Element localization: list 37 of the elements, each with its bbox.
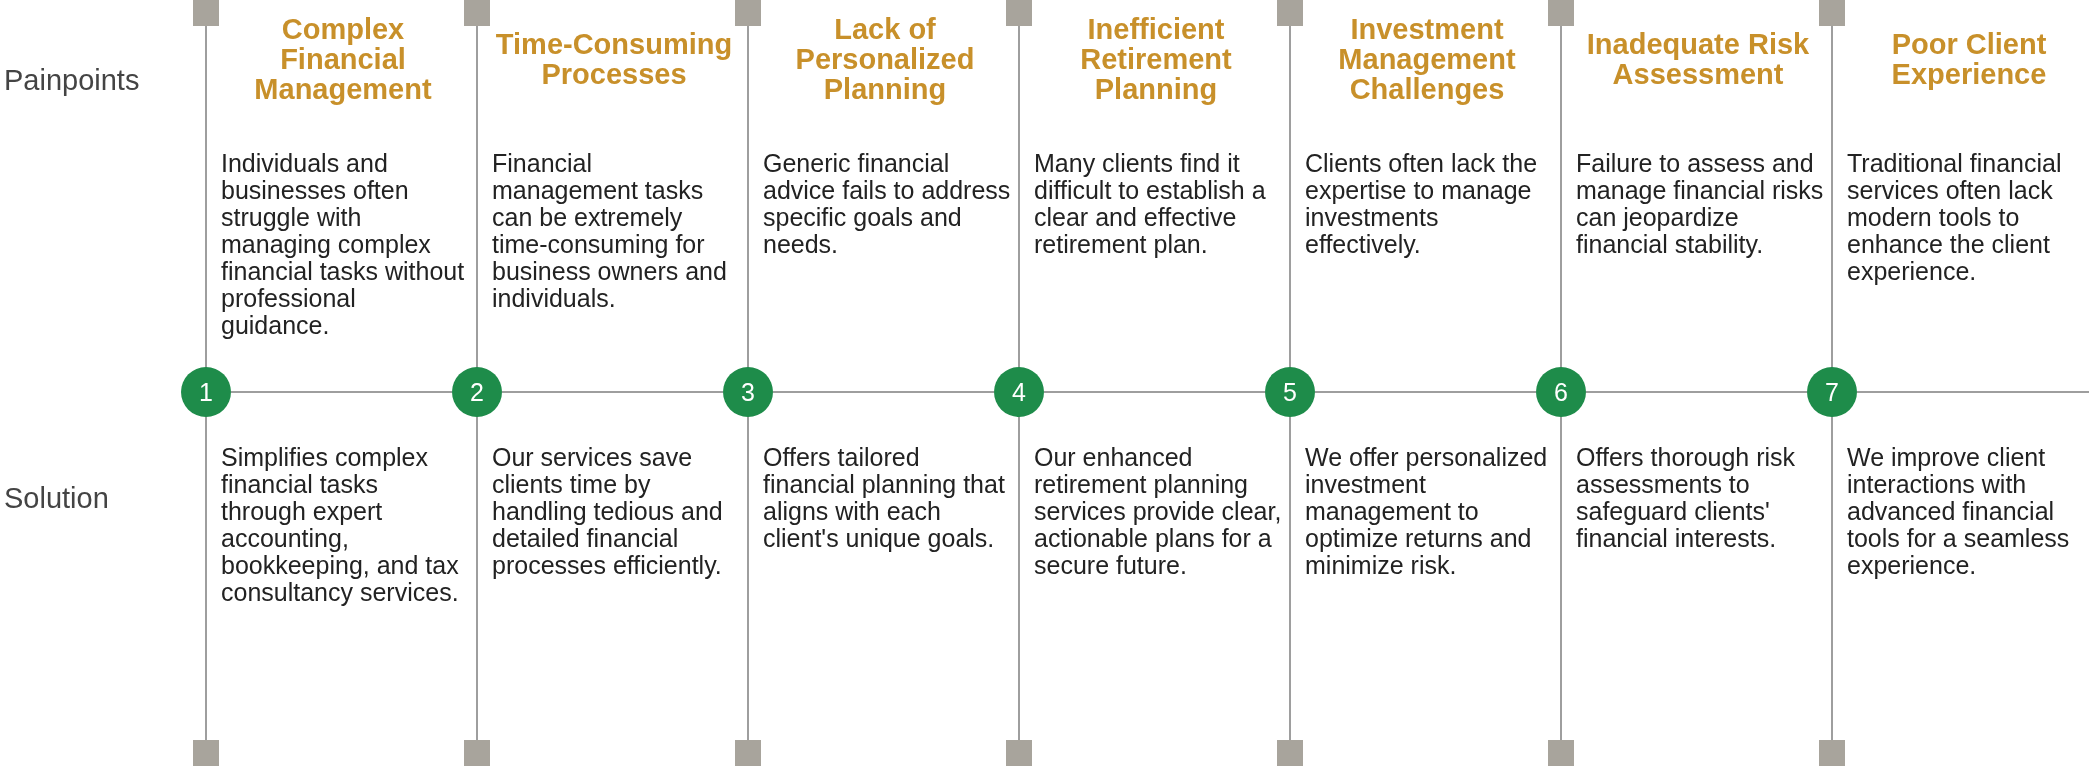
solution-text: Offers tailored financial planning that aligns with each client's unique goals. — [763, 444, 1006, 552]
solution-text: We offer personalized investment management to optimize returns and minimize risk. — [1305, 444, 1549, 579]
column-heading: Inadequate Risk Assessment — [1585, 27, 1811, 92]
number-circle: 1 — [181, 367, 231, 417]
number-circle: 7 — [1807, 367, 1857, 417]
solution-text: Offers thorough risk assessments to safeguard clients' financial interests. — [1576, 444, 1797, 552]
column-heading: Poor Client Experience — [1890, 27, 2048, 92]
row-label: Painpoints — [4, 64, 140, 97]
painpoint-text: Many clients find it difficult to establish a clear and effective retirement plan. — [1034, 150, 1267, 258]
connector-line — [1043, 391, 1266, 393]
solution-text: Our services save clients time by handling tedious and detailed financial processes efficiently. — [492, 444, 724, 579]
painpoint-text: Financial management tasks can be extremely time-consuming for business owners and individuals. — [492, 150, 728, 312]
painpoint-text: Failure to assess and manage financial risks can jeopardize financial stability. — [1576, 150, 1824, 258]
solution-text: We improve client interactions with advanced financial tools for a seamless experience. — [1847, 444, 2071, 579]
number-circle: 3 — [723, 367, 773, 417]
connector-line — [1314, 391, 1537, 393]
painpoint-text: Clients often lack the expertise to manage investments effectively. — [1305, 150, 1539, 258]
column-heading: Inefficient Retirement Planning — [1079, 12, 1233, 106]
connector-line — [230, 391, 453, 393]
connector-line — [501, 391, 724, 393]
number-circle: 2 — [452, 367, 502, 417]
column-heading: Time-Consuming Processes — [494, 27, 734, 92]
number-circle: 5 — [1265, 367, 1315, 417]
connector-line — [1856, 391, 2089, 393]
column-heading: Investment Management Challenges — [1337, 12, 1517, 106]
column-heading: Complex Financial Management — [253, 12, 433, 106]
connector-line — [1585, 391, 1808, 393]
solution-text: Simplifies complex financial tasks through expert accounting, bookkeeping, and tax consultancy services. — [221, 444, 460, 606]
connector-line — [772, 391, 995, 393]
painpoint-text: Generic financial advice fails to address specific goals and needs. — [763, 150, 1011, 258]
number-circle: 6 — [1536, 367, 1586, 417]
number-circle: 4 — [994, 367, 1044, 417]
column-heading: Lack of Personalized Planning — [794, 12, 976, 106]
solution-text: Our enhanced retirement planning services provide clear, actionable plans for a secure future. — [1034, 444, 1282, 579]
painpoint-text: Traditional financial services often lack modern tools to enhance the client experience. — [1847, 150, 2063, 285]
row-label: Solution — [4, 482, 109, 515]
painpoint-text: Individuals and businesses often struggle with managing complex financial tasks without professional guidance. — [221, 150, 466, 339]
